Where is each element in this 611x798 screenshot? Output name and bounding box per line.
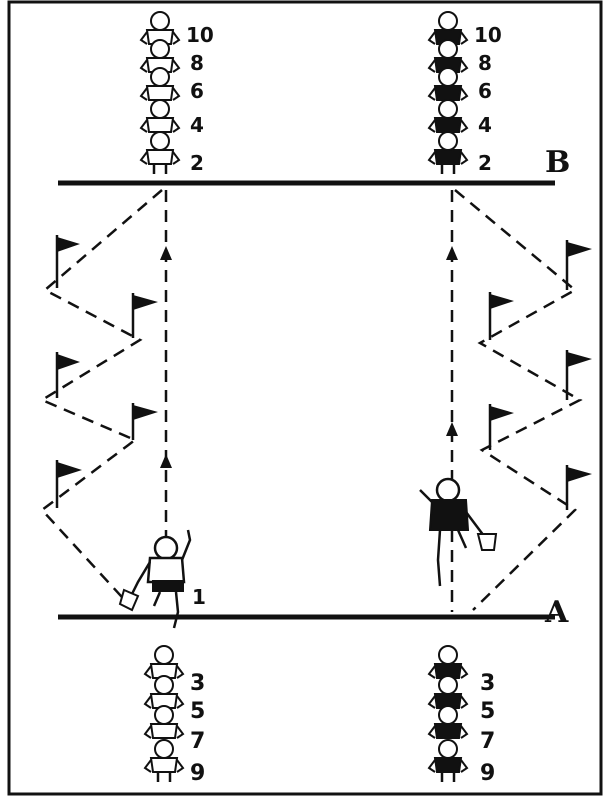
start-line-label: A	[544, 595, 569, 630]
zigzag-path-right	[455, 190, 580, 610]
runner-left	[120, 530, 190, 628]
flags-right	[490, 240, 592, 510]
player-number: 5	[480, 699, 495, 724]
flag	[133, 403, 158, 440]
flag	[133, 293, 158, 338]
player-legs	[442, 772, 454, 782]
return-path-left	[160, 190, 172, 540]
flag	[567, 465, 592, 510]
player-left-turn	[141, 68, 179, 100]
runner-left-number: 1	[192, 585, 206, 609]
player-right-start	[429, 646, 467, 678]
player-number: 10	[474, 23, 502, 47]
player-number: 6	[190, 79, 204, 103]
player-left-start	[145, 676, 183, 708]
numbers-right-start: 3 5 7 9	[480, 671, 495, 786]
player-left-turn	[141, 132, 179, 164]
player-number: 2	[190, 151, 204, 175]
player-number: 4	[478, 113, 492, 137]
player-legs	[158, 772, 170, 782]
player-number: 8	[478, 51, 492, 75]
player-number: 7	[480, 729, 495, 754]
flag	[567, 240, 592, 290]
zigzag-path-left	[42, 190, 162, 608]
player-right-start	[429, 740, 467, 772]
player-right-start	[429, 706, 467, 738]
player-right-turn	[429, 68, 467, 100]
player-right-start	[429, 676, 467, 708]
player-legs	[442, 164, 454, 174]
flag	[490, 404, 514, 450]
flag	[57, 352, 80, 398]
player-number: 8	[190, 51, 204, 75]
flag	[490, 292, 514, 340]
turn-line-label: B	[545, 145, 570, 180]
player-number: 6	[478, 79, 492, 103]
player-left-turn	[141, 100, 179, 132]
numbers-right-turn: 10 8 6 4 2	[474, 23, 502, 175]
player-right-turn	[429, 132, 467, 164]
flags-left	[57, 235, 158, 508]
flag	[567, 350, 592, 400]
player-legs	[154, 164, 166, 174]
player-number: 4	[190, 113, 204, 137]
player-left-start	[145, 706, 183, 738]
return-path-right	[446, 190, 458, 612]
player-number: 7	[190, 729, 205, 754]
player-number: 10	[186, 23, 214, 47]
player-number: 2	[478, 151, 492, 175]
numbers-left-start: 3 5 7 9	[190, 671, 205, 786]
player-number: 9	[190, 761, 205, 786]
player-number: 9	[480, 761, 495, 786]
player-left-start	[145, 646, 183, 678]
runner-right	[420, 479, 496, 586]
player-number: 3	[190, 671, 205, 696]
numbers-left-turn: 10 8 6 4 2	[186, 23, 214, 175]
field-border	[9, 2, 601, 794]
player-number: 3	[480, 671, 495, 696]
player-number: 5	[190, 699, 205, 724]
player-right-turn	[429, 100, 467, 132]
player-left-start	[145, 740, 183, 772]
